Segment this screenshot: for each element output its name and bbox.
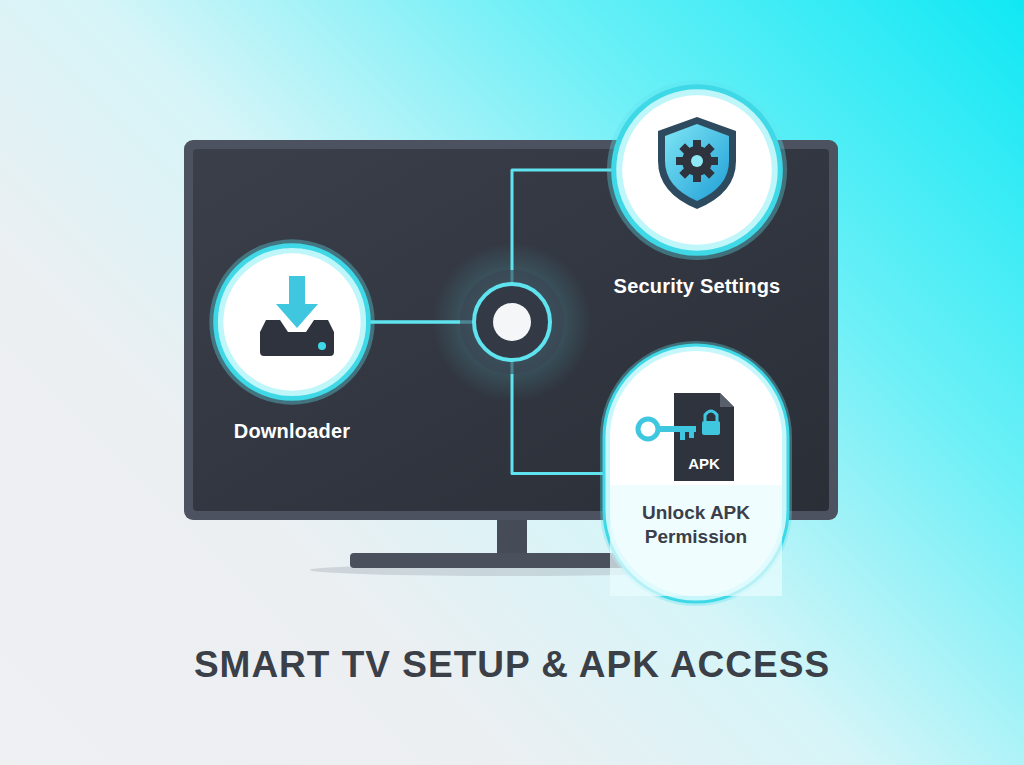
icon-label: APK: [674, 455, 734, 472]
downloader-circle: Downloader: [214, 244, 370, 400]
node-label: Downloader: [234, 420, 350, 443]
apk-pill: APK Unlock APK Permission: [604, 345, 788, 602]
node-label: Unlock APK Permission: [616, 501, 776, 549]
node-icon: [652, 113, 742, 213]
node-label: Security Settings: [614, 275, 781, 298]
diagram-title: SMART TV SETUP & APK ACCESS: [0, 644, 1024, 686]
node-icon: [254, 274, 340, 360]
security-circle: Security Settings: [612, 85, 782, 255]
